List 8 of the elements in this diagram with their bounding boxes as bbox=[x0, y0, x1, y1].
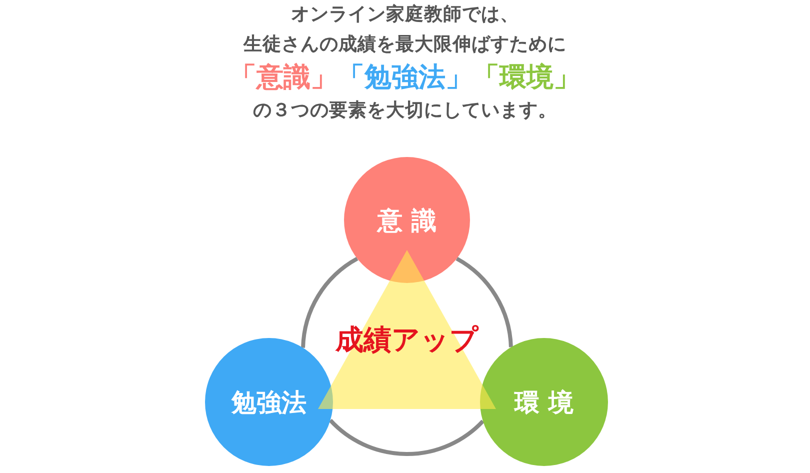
concept-circle: 勉強法 bbox=[205, 338, 333, 466]
ring-arc bbox=[301, 256, 358, 348]
ring-arc bbox=[328, 418, 484, 456]
center-triangle: 成績アップ bbox=[318, 250, 496, 409]
concept-circle: 環 境 bbox=[480, 338, 608, 466]
heading-text: オンライン家庭教師では、生徒さんの成績を最大限伸ばすために「意識」「勉強法」「環境」の３つの要素を大切にしています。 bbox=[228, 2, 582, 123]
concept-circle: 意 識 bbox=[344, 157, 470, 283]
ring-arc bbox=[456, 256, 513, 348]
